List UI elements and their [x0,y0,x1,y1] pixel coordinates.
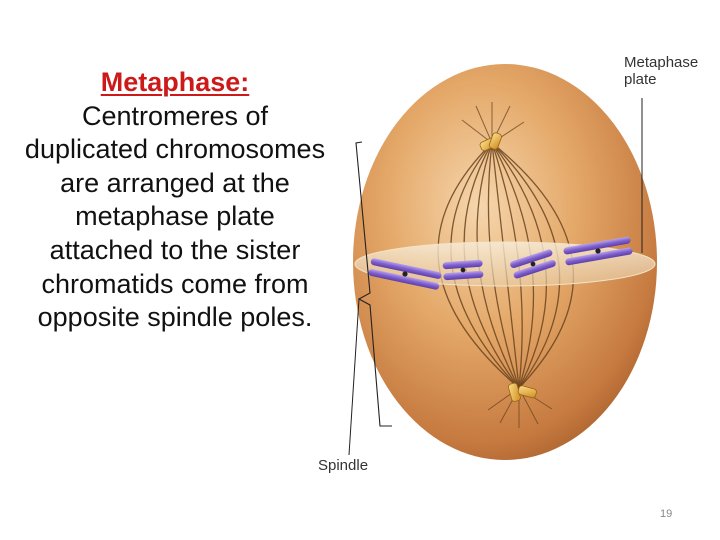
page-number: 19 [660,508,672,520]
spindle-label: Spindle [318,457,368,474]
spindle-leader [349,299,359,455]
metaphase-plate-label: Metaphase plate [624,54,720,88]
